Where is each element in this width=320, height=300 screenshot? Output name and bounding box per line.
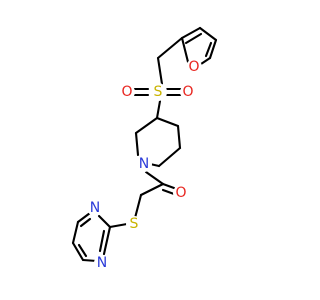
bond (176, 124, 182, 150)
molecule-structure: O S O O N O S N N (71, 26, 218, 271)
bond (77, 243, 88, 258)
bond (108, 222, 129, 229)
bond (161, 182, 176, 190)
bond (156, 56, 164, 86)
sulfonyl-oxygen-right-label: O (182, 84, 193, 100)
bond (184, 32, 203, 45)
bond (204, 41, 213, 58)
bond (98, 229, 106, 253)
bond (97, 214, 112, 229)
bond (71, 220, 80, 245)
bond (76, 211, 92, 224)
sulfonyl-sulfur-label: S (154, 84, 163, 100)
pyrimidine-nitrogen-bottom-label: N (97, 255, 107, 271)
furan-oxygen-label: O (188, 59, 199, 75)
bond (134, 116, 159, 135)
bond (133, 193, 143, 220)
atom-labels: O S O O N O S N N (87, 59, 202, 271)
bond (155, 99, 162, 120)
bond (198, 26, 218, 42)
thioether-sulfur-label: S (130, 216, 139, 232)
bond (134, 131, 140, 157)
bond (79, 217, 92, 228)
bond (208, 38, 218, 60)
bond (139, 182, 165, 197)
bond (144, 170, 165, 186)
bond (180, 36, 191, 68)
bonds (71, 26, 218, 263)
bond (102, 225, 112, 256)
bond (180, 26, 202, 40)
bond (156, 36, 184, 60)
bond (161, 188, 176, 196)
piperidine-nitrogen-label: N (139, 156, 149, 172)
pyrimidine-nitrogen-top-label: N (90, 200, 100, 216)
bond (71, 241, 85, 262)
sulfonyl-oxygen-left-label: O (121, 84, 132, 100)
carbonyl-oxygen-label: O (175, 185, 186, 201)
bond (157, 146, 182, 168)
bond (155, 116, 180, 128)
